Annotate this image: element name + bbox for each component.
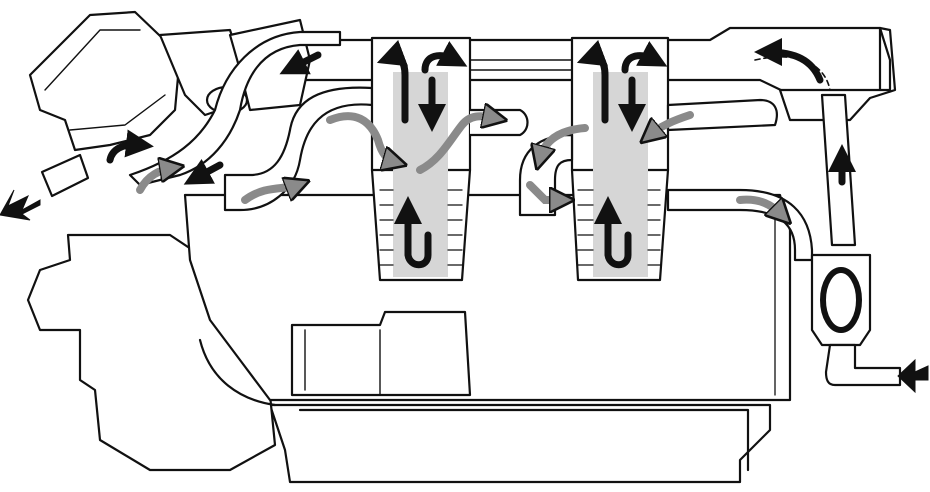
black-arrow-elbow-curve [110,145,140,160]
black-arrow-manifold-left [196,165,220,178]
coolant-column-left [393,72,448,277]
pump-outlet-pipe [826,345,900,385]
exhaust-outlet-pipe [42,155,88,196]
engine-block [185,195,790,400]
coolant-column-right [593,72,648,277]
seawater-inlet-arrow [898,360,928,392]
exhaust-outlet-arrow [0,190,40,220]
oil-pan [270,405,770,482]
pump-impeller [823,270,859,330]
starter-motor [292,312,470,395]
